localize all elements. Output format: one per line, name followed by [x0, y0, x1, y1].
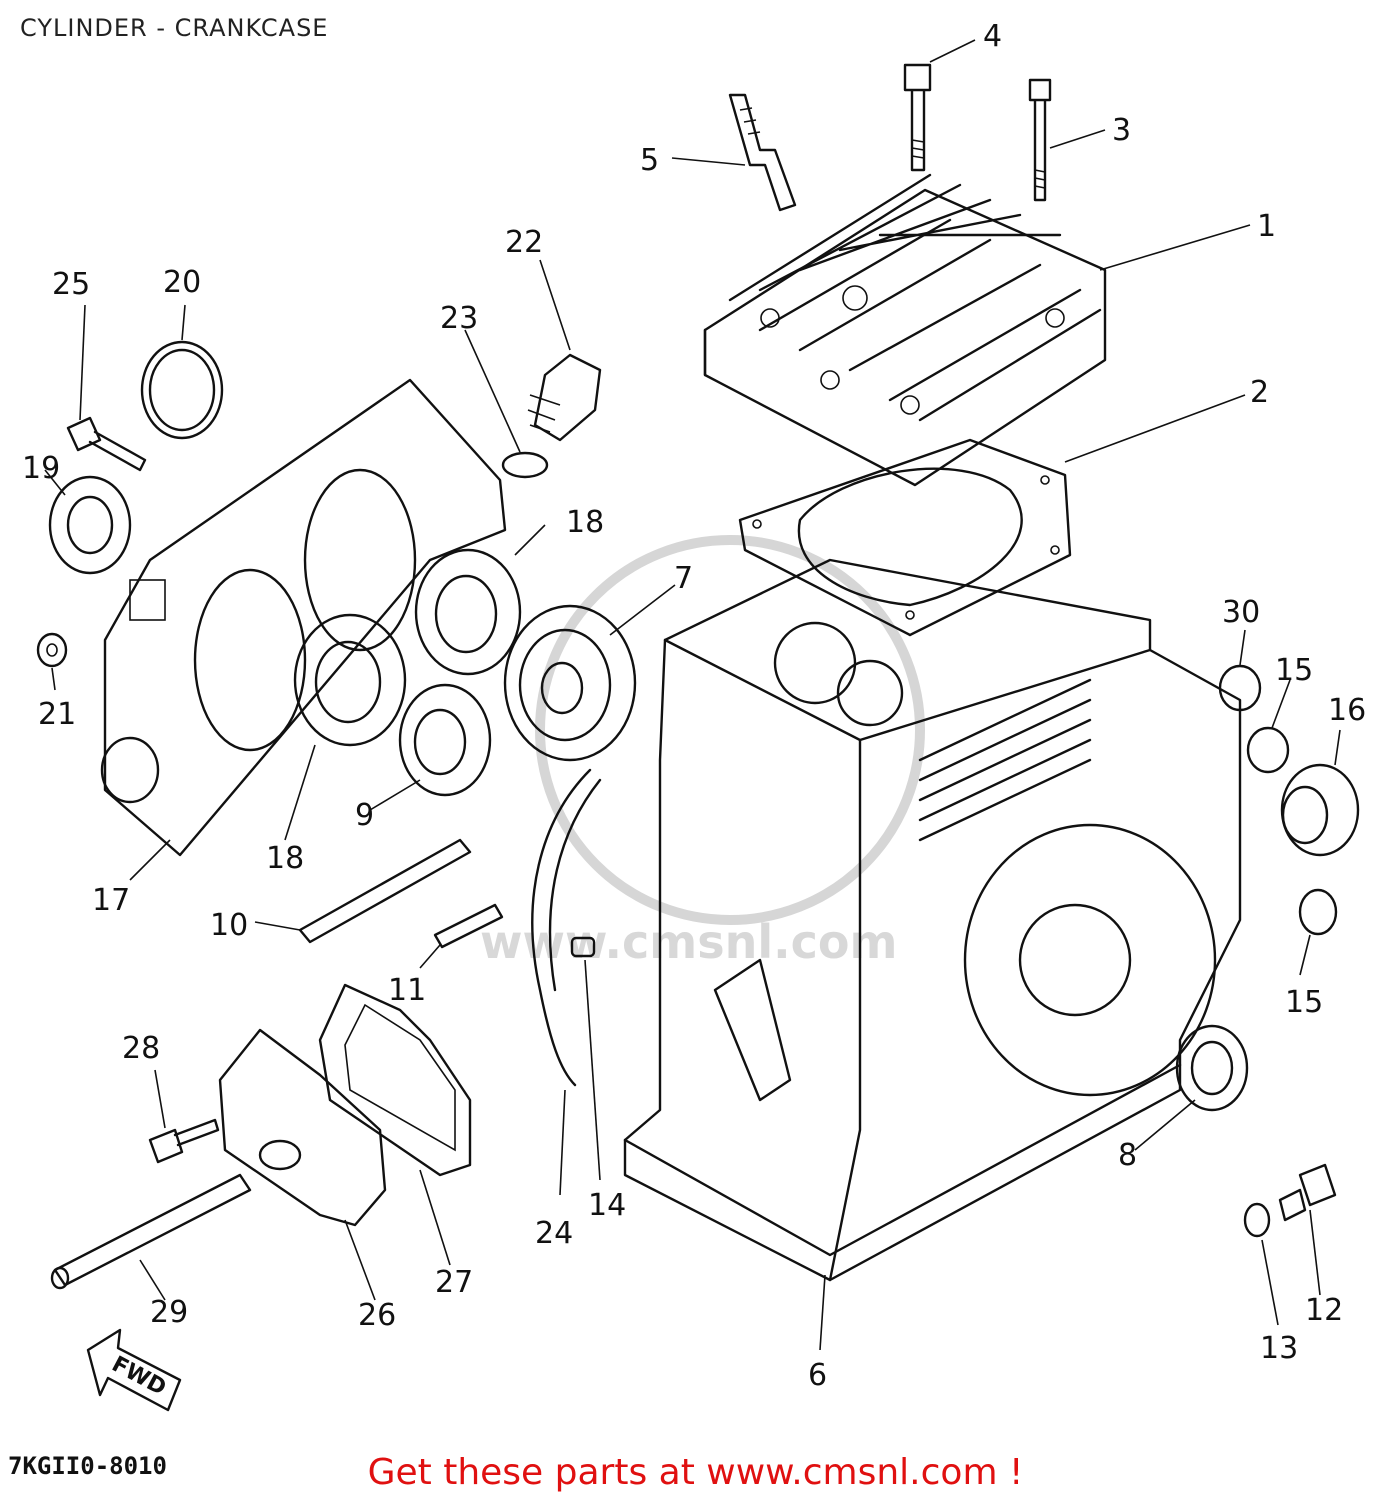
washer-13[interactable]	[1243, 1202, 1271, 1238]
callout-25: 25	[52, 267, 90, 302]
callout-2: 2	[1250, 375, 1269, 410]
pin-14[interactable]	[570, 936, 596, 958]
callout-29: 29	[150, 1295, 188, 1330]
callout-15b: 15	[1285, 985, 1323, 1020]
callout-11: 11	[388, 973, 426, 1008]
plug-15-lower[interactable]	[1298, 888, 1338, 936]
callout-1: 1	[1257, 209, 1276, 244]
callout-13: 13	[1260, 1331, 1298, 1366]
cover-26[interactable]	[218, 1028, 387, 1227]
callout-labels: 1 2 3 4 5 6 7 8 9 10 11 12 13 14 15 15 1…	[22, 19, 1366, 1393]
bearing-18-lower[interactable]	[293, 613, 407, 747]
callout-18a: 18	[566, 505, 604, 540]
callout-4: 4	[983, 19, 1002, 54]
breather-22[interactable]	[527, 353, 602, 442]
crankcase[interactable]	[623, 558, 1242, 1282]
callout-27: 27	[435, 1265, 473, 1300]
callout-15a: 15	[1275, 653, 1313, 688]
callout-19: 19	[22, 451, 60, 486]
rod-29[interactable]	[50, 1173, 252, 1290]
gasket-24[interactable]	[531, 768, 602, 1087]
leader-lines	[44, 39, 1341, 1351]
drain-bolt-12[interactable]	[1278, 1163, 1337, 1222]
dowel-11[interactable]	[433, 903, 504, 949]
callout-28: 28	[122, 1031, 160, 1066]
page-title: CYLINDER - CRANKCASE	[20, 14, 329, 42]
o-ring-23[interactable]	[501, 451, 549, 479]
bolt-28[interactable]	[148, 1118, 220, 1164]
callout-24: 24	[535, 1216, 573, 1251]
callout-5: 5	[640, 143, 659, 178]
cta-banner[interactable]: Get these parts at www.cmsnl.com !	[0, 1452, 1391, 1493]
head-gasket[interactable]	[738, 438, 1072, 637]
callout-14: 14	[588, 1188, 626, 1223]
bearing-9[interactable]	[398, 683, 492, 797]
callout-17: 17	[92, 883, 130, 918]
cta-link[interactable]: Get these parts at www.cmsnl.com !	[367, 1452, 1024, 1493]
callout-23: 23	[440, 301, 478, 336]
diagram-code: 7KGII0-8010	[8, 1452, 167, 1480]
gasket-27[interactable]	[318, 983, 472, 1177]
callout-22: 22	[505, 225, 543, 260]
callout-7: 7	[674, 561, 693, 596]
callout-9: 9	[355, 798, 374, 833]
ring-20[interactable]	[140, 340, 224, 440]
spark-plug[interactable]	[728, 93, 797, 212]
watermark-text: www.cmsnl.com	[480, 915, 897, 969]
crankcase-cover-17[interactable]	[100, 378, 507, 857]
bearing-18-upper[interactable]	[414, 548, 522, 676]
washer-21[interactable]	[36, 632, 68, 668]
oil-seal-8[interactable]	[1175, 1024, 1249, 1112]
callout-21: 21	[38, 697, 76, 732]
stud-bolt-10[interactable]	[298, 838, 472, 944]
callout-8: 8	[1118, 1138, 1137, 1173]
callout-18b: 18	[266, 841, 304, 876]
bolt-25[interactable]	[66, 416, 147, 472]
callout-26: 26	[358, 1298, 396, 1333]
plug-15-upper[interactable]	[1246, 726, 1290, 774]
callout-12: 12	[1305, 1293, 1343, 1328]
cylinder-head[interactable]	[703, 173, 1107, 487]
callout-30: 30	[1222, 595, 1260, 630]
callout-10: 10	[210, 908, 248, 943]
fwd-arrow-icon: FWD	[86, 1328, 182, 1412]
callout-3: 3	[1112, 113, 1131, 148]
oil-seal-19[interactable]	[48, 475, 132, 575]
callout-20: 20	[163, 265, 201, 300]
bolt-3[interactable]	[1028, 78, 1052, 202]
cap-16[interactable]	[1280, 763, 1360, 857]
plug-30[interactable]	[1218, 664, 1262, 712]
callout-16: 16	[1328, 693, 1366, 728]
callout-6: 6	[808, 1358, 827, 1393]
bolt-4[interactable]	[903, 63, 932, 172]
bearing-7[interactable]	[503, 604, 637, 762]
